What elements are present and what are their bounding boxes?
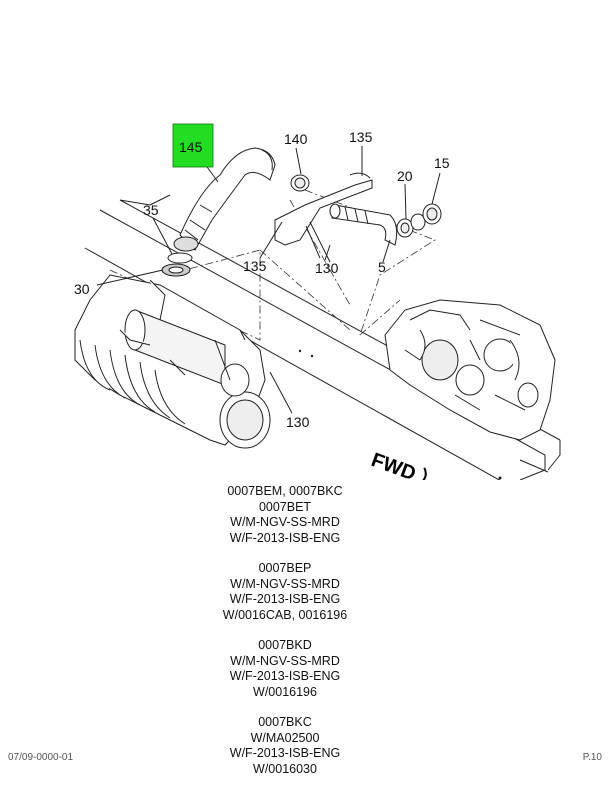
- callout-20: 20: [397, 168, 413, 184]
- note-line: W/0016030: [253, 761, 317, 776]
- note-line: 0007BKC: [258, 715, 312, 729]
- note-line: 0007BKD: [258, 638, 312, 652]
- note-line: W/0016196: [253, 684, 317, 699]
- note-line: 0007BEM, 0007BKC: [227, 484, 343, 498]
- note-line: W/F-2013-ISB-ENG: [229, 530, 341, 545]
- note-line: W/M-NGV-SS-MRD: [230, 576, 340, 591]
- note-group: 0007BEP W/M-NGV-SS-MRD W/F-2013-ISB-ENG …: [170, 561, 400, 623]
- callout-35: 35: [143, 202, 159, 218]
- callout-130-top: 130: [315, 260, 339, 276]
- ref-dots: [298, 349, 502, 480]
- note-group: 0007BKD W/M-NGV-SS-MRD W/F-2013-ISB-ENG …: [170, 638, 400, 700]
- aftertreatment-assembly: [74, 274, 271, 449]
- gasket-30: [161, 263, 191, 277]
- callout-140: 140: [284, 131, 308, 147]
- callout-5: 5: [378, 259, 386, 275]
- note-group: 0007BKC W/MA02500 W/F-2013-ISB-ENG W/001…: [170, 715, 400, 777]
- clamp-15: [422, 203, 442, 225]
- note-line: W/MA02500: [250, 730, 320, 745]
- note-line: W/F-2013-ISB-ENG: [229, 746, 341, 760]
- callout-130-bottom: 130: [286, 414, 310, 430]
- application-notes: 0007BEM, 0007BKC 0007BET W/M-NGV-SS-MRD …: [170, 484, 400, 792]
- footer-page-number: P.10: [582, 752, 602, 763]
- fwd-indicator: FWD: [368, 449, 427, 480]
- parts-diagram: 145 140 135 20 15 35 30 135 130 5 130 FW…: [74, 123, 561, 480]
- note-line: W/M-NGV-SS-MRD: [230, 515, 340, 529]
- callout-15: 15: [434, 155, 450, 171]
- note-line: W/F-2013-ISB-ENG: [229, 669, 341, 683]
- clamp-20: [396, 213, 426, 238]
- clamp-140: [290, 174, 310, 192]
- note-line: 0007BET: [258, 499, 312, 514]
- callout-135-top: 135: [349, 129, 373, 145]
- note-line: 0007BEP: [258, 561, 312, 575]
- callout-145: 145: [179, 139, 203, 155]
- callout-30: 30: [74, 281, 90, 297]
- note-group: 0007BEM, 0007BKC 0007BET W/M-NGV-SS-MRD …: [170, 484, 400, 546]
- note-line: W/F-2013-ISB-ENG: [229, 592, 341, 606]
- fwd-label: FWD: [368, 449, 418, 480]
- gasket-35: [167, 252, 193, 264]
- highlight-box-145: [172, 123, 214, 168]
- note-line: W/0016CAB, 0016196: [222, 607, 348, 622]
- bracket-135: [274, 172, 373, 246]
- callout-135-bottom: 135: [243, 258, 267, 274]
- leader-lines: [96, 146, 441, 414]
- footer-doc-code: 07/09-0000-01: [8, 752, 74, 763]
- note-line: W/M-NGV-SS-MRD: [230, 653, 340, 668]
- engine-assembly: [384, 299, 556, 441]
- exhaust-pipe-5: [329, 203, 398, 246]
- fwd-arrow-icon: [417, 467, 427, 480]
